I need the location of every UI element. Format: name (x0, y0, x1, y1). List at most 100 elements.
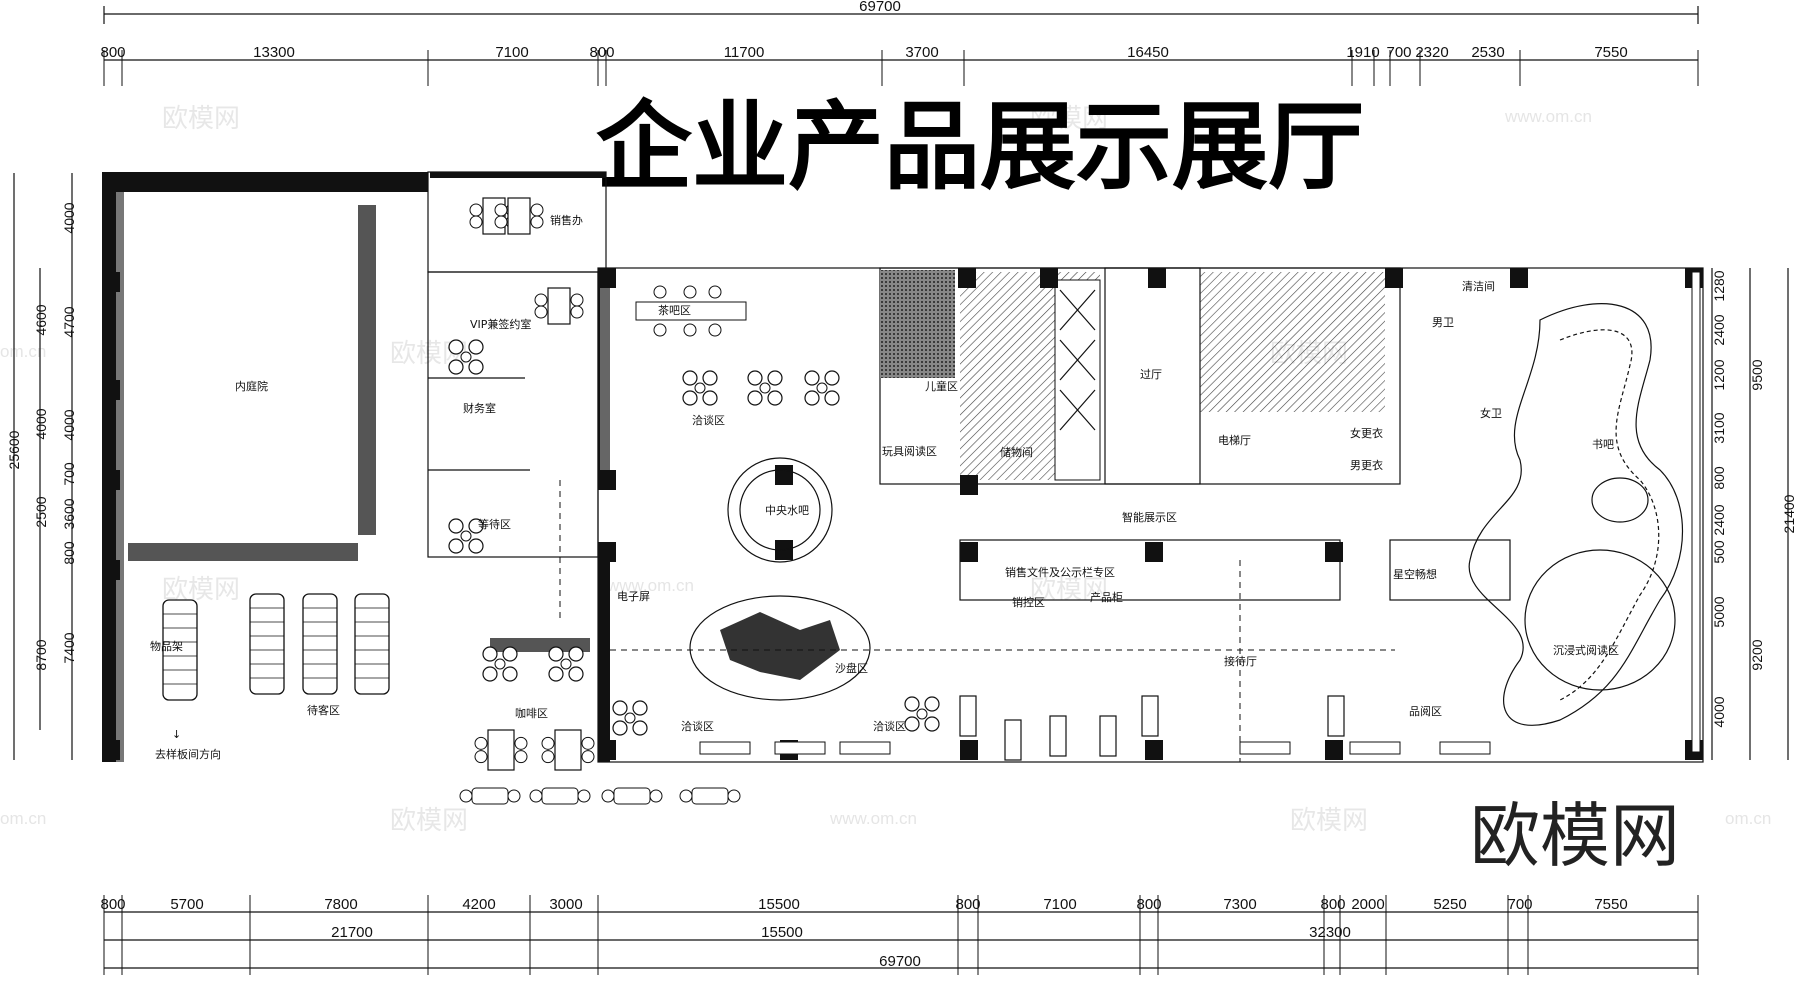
columns (102, 172, 1703, 760)
chair (534, 305, 548, 319)
dim-left: 3600 (61, 498, 77, 529)
watermark-logo: 欧模网 (390, 806, 468, 836)
dim-bottom: 800 (1320, 896, 1345, 913)
chair (632, 720, 648, 736)
room-sales-docs: 销售文件及公示栏专区 (1005, 565, 1115, 579)
car-racks (162, 593, 390, 701)
dim-bottom: 5250 (1433, 896, 1466, 913)
dim-left: 8700 (33, 639, 49, 670)
room-hall: 过厅 (1140, 368, 1162, 381)
bench (1239, 741, 1291, 755)
dim-left: 4000 (61, 202, 77, 233)
chair (747, 390, 763, 406)
room-product-rack: 产品柜 (1090, 590, 1123, 604)
chair (904, 716, 920, 732)
sofa (541, 787, 579, 805)
column (1325, 542, 1343, 562)
chair (448, 359, 464, 375)
watermark-url-partial: om.cn (0, 809, 46, 828)
watermark-url-partial: om.cn (0, 342, 46, 361)
chair (494, 203, 508, 217)
car-rack (354, 593, 390, 695)
stair-hatching (880, 270, 1385, 481)
dim-right-total: 21400 (1781, 494, 1797, 533)
chair (747, 370, 763, 386)
dim-bottom: 15500 (758, 896, 800, 913)
chair (448, 518, 464, 534)
chair (494, 215, 508, 229)
dim-top: 800 (589, 44, 614, 61)
dim-left: 800 (61, 541, 77, 565)
chair (682, 390, 698, 406)
stool (653, 323, 667, 337)
chair (548, 646, 564, 662)
chair (541, 736, 555, 750)
left-dimensions: 25600 4600 4000 2500 8700 4000 4700 4000… (6, 173, 77, 760)
display-stand (1327, 695, 1345, 737)
watermark-url: www.om.cn (1504, 107, 1592, 126)
sand-table (689, 595, 871, 701)
chair (469, 203, 483, 217)
chair (534, 293, 548, 307)
stool (708, 285, 722, 299)
dim-top: 700 (1386, 44, 1411, 61)
dim-bottom: 2000 (1351, 896, 1384, 913)
dim-left: 4000 (61, 409, 77, 440)
dim-top: 2320 (1415, 44, 1448, 61)
table (507, 197, 531, 235)
room-starry-sky: 星空畅想 (1393, 567, 1437, 581)
direction-arrow: ↓ (172, 728, 181, 741)
chair (474, 750, 488, 764)
dim-top: 2530 (1471, 44, 1504, 61)
chair (767, 370, 783, 386)
dim-right: 500 (1711, 540, 1727, 564)
column (265, 172, 283, 192)
table-round (694, 382, 706, 394)
dim-bottom: 800 (1136, 896, 1161, 913)
chair (568, 646, 584, 662)
dim-right: 5000 (1711, 596, 1727, 627)
column (960, 475, 978, 495)
stool (653, 285, 667, 299)
chair (702, 390, 718, 406)
chair (468, 518, 484, 534)
column (102, 380, 120, 400)
watermark-url: www.om.cn (606, 576, 694, 595)
column (598, 542, 616, 562)
room-coffee: 咖啡区 (515, 706, 548, 720)
column (598, 740, 616, 760)
chair (474, 736, 488, 750)
chair (514, 750, 528, 764)
table-round (460, 530, 472, 542)
chair (612, 700, 628, 716)
chair (649, 789, 663, 803)
plan-title: 企业产品展示展厅 (596, 91, 1364, 203)
bottom-dimensions: 800 5700 7800 4200 3000 15500 800 7100 8… (100, 895, 1699, 975)
chair (482, 666, 498, 682)
chair (541, 750, 555, 764)
watermark-url: www.om.cn (829, 809, 917, 828)
top-dimensions: 69700 800 13300 7100 800 11700 3700 1645… (100, 0, 1699, 86)
room-to-model: 去样板间方向 (155, 747, 221, 761)
wall-panel (1691, 271, 1701, 753)
dim-right: 1200 (1711, 359, 1727, 390)
table-round (624, 712, 636, 724)
room-reception: 接待厅 (1224, 654, 1257, 668)
room-vip: VIP兼签约室 (470, 317, 531, 331)
chair (804, 390, 820, 406)
chair (824, 390, 840, 406)
dim-top: 1910 (1346, 44, 1379, 61)
room-smart-display: 智能展示区 (1122, 510, 1177, 524)
chair (468, 538, 484, 554)
room-male-wc: 男卫 (1432, 316, 1454, 329)
room-finance: 财务室 (463, 401, 496, 415)
room-guest-waiting: 待客区 (307, 703, 340, 717)
chair (767, 390, 783, 406)
table-round (494, 658, 506, 670)
chair (824, 370, 840, 386)
column (1510, 268, 1528, 288)
display-stand (1141, 695, 1159, 737)
room-kids: 儿童区 (925, 379, 958, 393)
chair (581, 750, 595, 764)
room-negotiation-top: 洽谈区 (692, 414, 725, 427)
